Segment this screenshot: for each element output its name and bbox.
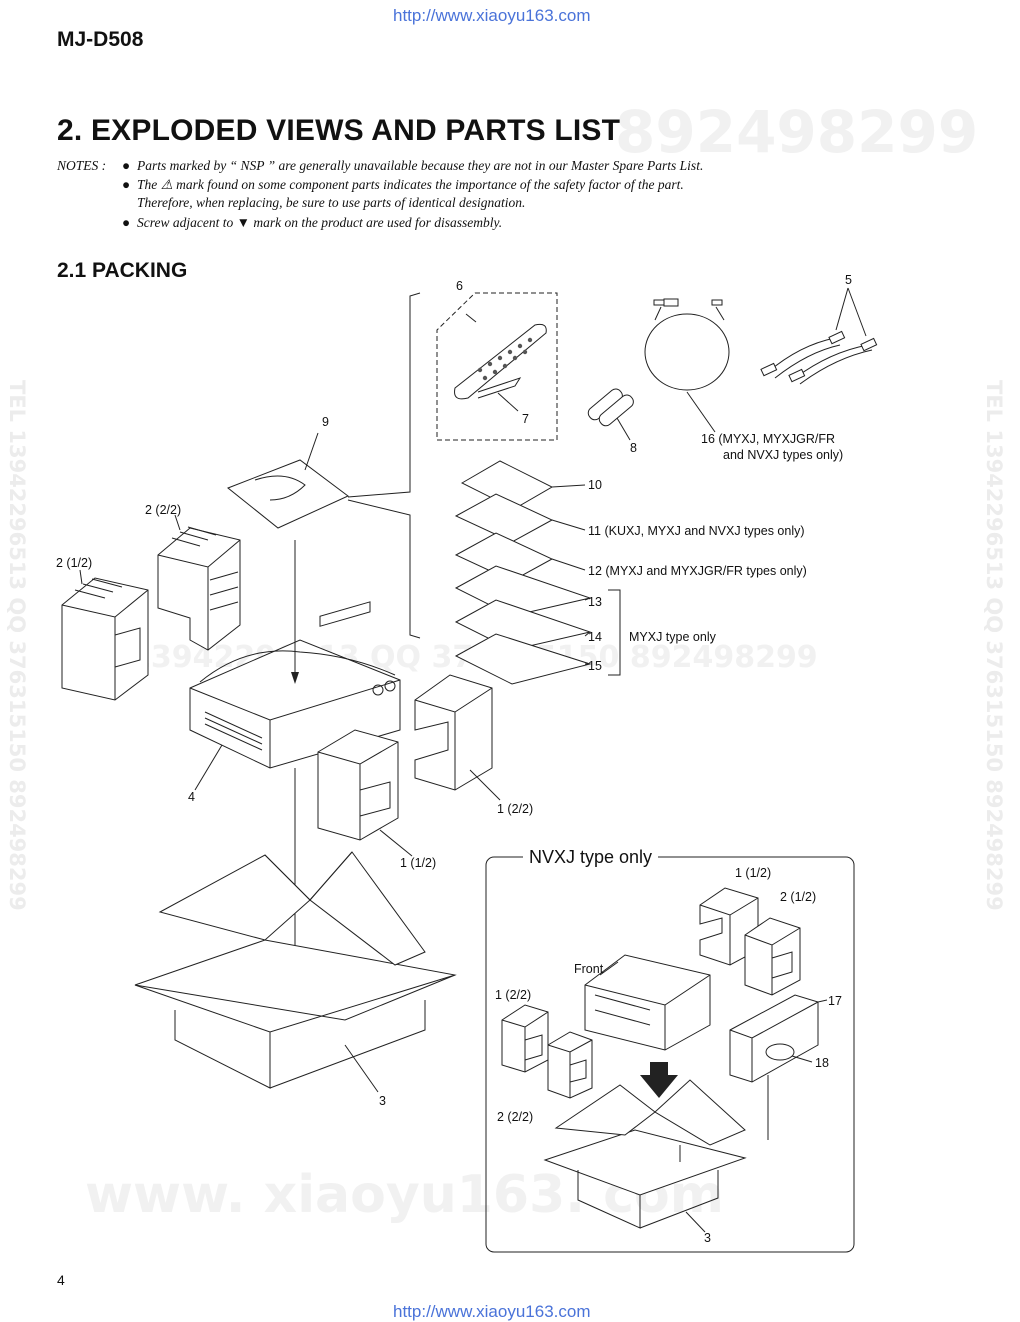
- label-part-15: 15: [588, 659, 602, 673]
- label-myxj-type-only: MYXJ type only: [629, 630, 716, 644]
- section-title: 2.1 PACKING: [57, 259, 188, 282]
- label-part-12: 12 (MYXJ and MYXJGR/FR types only): [588, 564, 807, 578]
- label-part-7: 7: [522, 412, 529, 426]
- label-part-9: 9: [322, 415, 329, 429]
- batteries-drawing: [587, 388, 634, 441]
- label-part-11: 11 (KUXJ, MYXJ and NVXJ types only): [588, 524, 805, 538]
- label-part-2-1of2: 2 (1/2): [56, 556, 93, 570]
- accessory-bracket: [347, 292, 421, 498]
- note-safety: The ⚠ mark found on some component parts…: [137, 177, 684, 192]
- label-part-14: 14: [588, 630, 602, 644]
- note-screw: Screw adjacent to ▼ mark on the product …: [137, 215, 503, 230]
- nvxj-label-3: 3: [704, 1231, 711, 1245]
- nvxj-inset-frame: [485, 856, 855, 1253]
- nvxj-label-1-1of2: 1 (1/2): [735, 866, 772, 880]
- packing-pieces-2-drawing: [61, 514, 241, 701]
- nvxj-title: NVXJ type only: [523, 847, 659, 868]
- label-part-13: 13: [588, 595, 602, 609]
- label-part-16-cont: and NVXJ types only): [723, 448, 844, 462]
- watermark-side-right: TEL 13942296513 QQ 376315150 892498299: [982, 380, 1006, 911]
- note-nsp: Parts marked by “ NSP ” are generally un…: [137, 158, 704, 173]
- carton-box-drawing: [134, 851, 457, 1093]
- label-part-10: 10: [588, 478, 602, 492]
- manuals-stack-drawing: [454, 460, 621, 685]
- watermark-number-band: 892498299: [615, 98, 979, 166]
- model-number: MJ-D508: [57, 28, 144, 51]
- label-part-4: 4: [188, 790, 195, 804]
- label-part-5: 5: [845, 273, 852, 287]
- packing-pieces-1-drawing: [317, 674, 501, 857]
- notes-label: NOTES :: [57, 158, 107, 173]
- bullet-icon: ●: [122, 215, 131, 230]
- label-part-1-2of2: 1 (2/2): [497, 802, 534, 816]
- nvxj-label-17: 17: [828, 994, 842, 1008]
- plastic-bag-drawing: [227, 432, 349, 529]
- label-part-1-1of2: 1 (1/2): [400, 856, 437, 870]
- bullet-icon: ●: [122, 158, 131, 173]
- nvxj-label-2-1of2: 2 (1/2): [780, 890, 817, 904]
- watermark-url-top: http://www.xiaoyu163.com: [393, 6, 591, 25]
- label-part-6: 6: [456, 279, 463, 293]
- nvxj-label-1-2of2: 1 (2/2): [495, 988, 532, 1002]
- assembly-arrows: [291, 540, 299, 986]
- label-part-16: 16 (MYXJ, MYXJGR/FR: [701, 432, 836, 446]
- label-part-3: 3: [379, 1094, 386, 1108]
- remote-control-drawing: [436, 292, 558, 441]
- note-safety-cont: Therefore, when replacing, be sure to us…: [137, 195, 526, 210]
- nvxj-label-18: 18: [815, 1056, 829, 1070]
- nvxj-label-front: Front: [574, 962, 604, 976]
- watermark-side-left: TEL 13942296513 QQ 376315150 892498299: [5, 380, 29, 911]
- label-part-8: 8: [630, 441, 637, 455]
- bullet-icon: ●: [122, 177, 131, 192]
- watermark-url-bottom: http://www.xiaoyu163.com: [393, 1302, 591, 1321]
- page-number: 4: [57, 1272, 65, 1288]
- label-part-2-2of2: 2 (2/2): [145, 503, 182, 517]
- nvxj-drawing: [501, 887, 828, 1233]
- audio-cables-drawing: [760, 287, 878, 385]
- optical-cable-drawing: [644, 298, 730, 433]
- nvxj-label-2-2of2: 2 (2/2): [497, 1110, 534, 1124]
- page-title: 2. EXPLODED VIEWS AND PARTS LIST: [57, 114, 621, 147]
